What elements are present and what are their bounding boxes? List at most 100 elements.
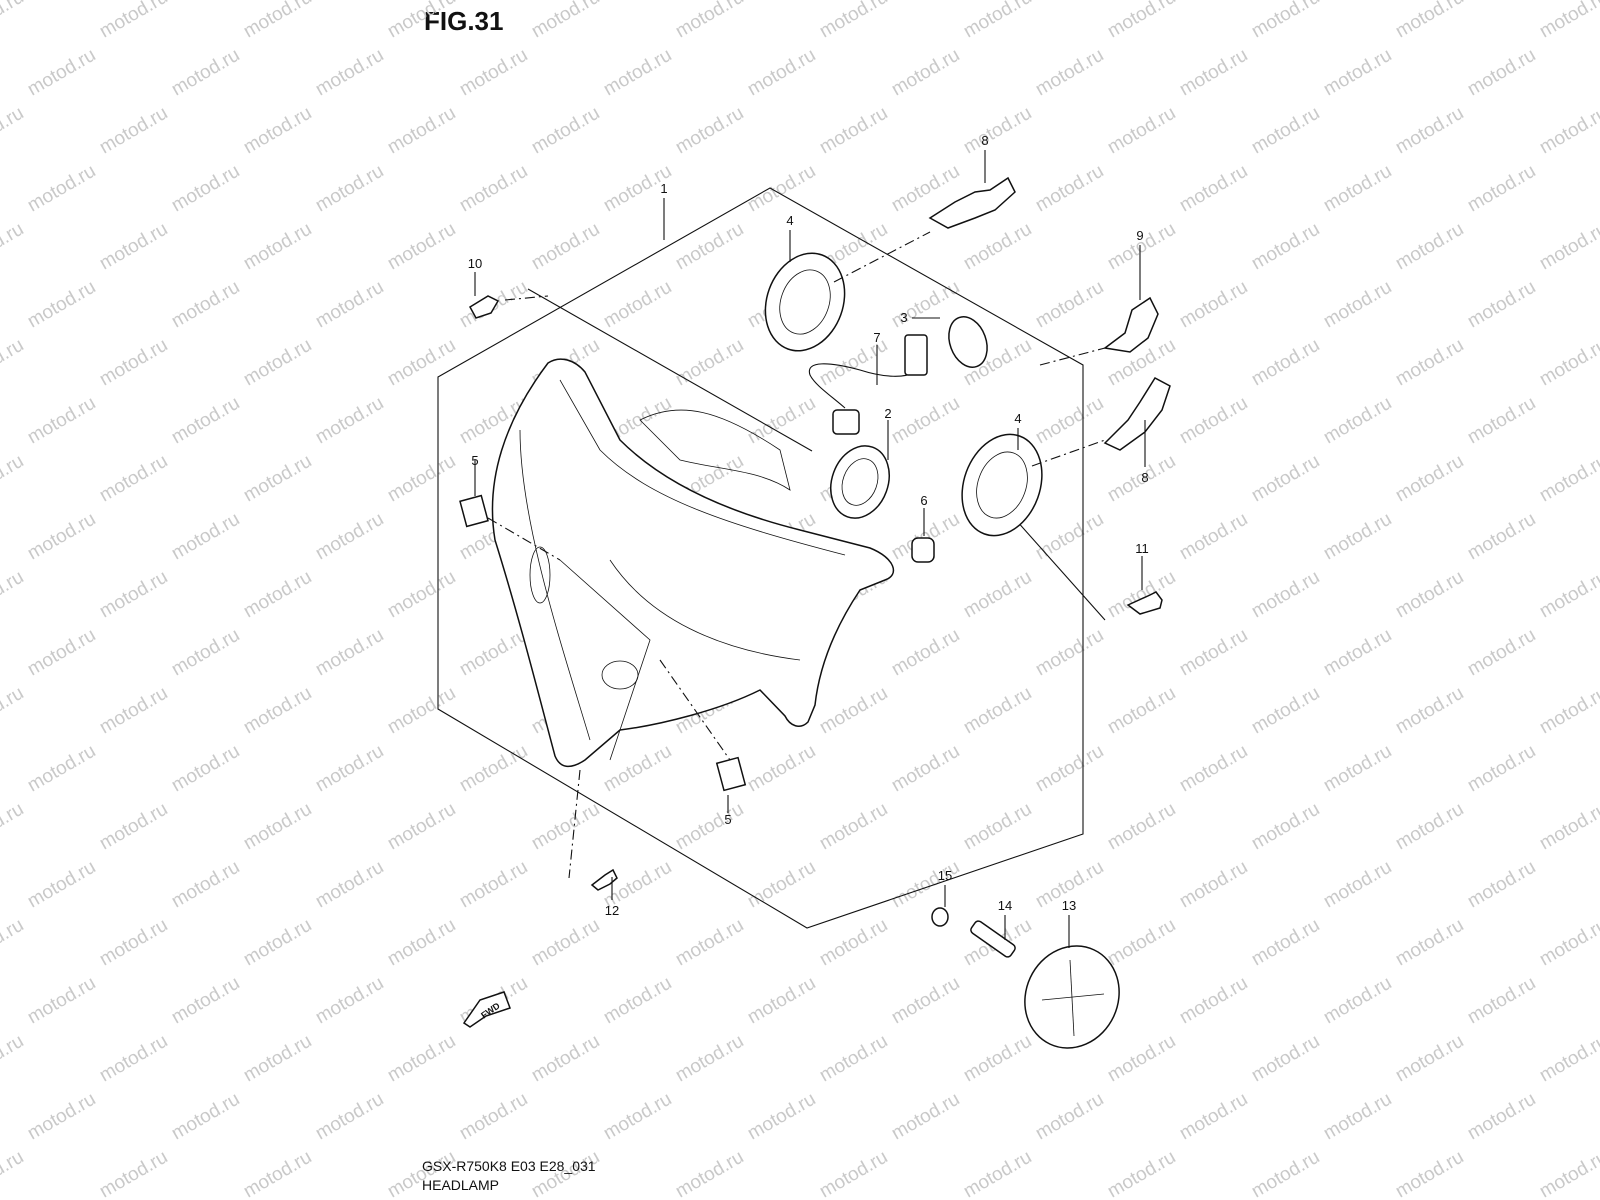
- watermark-text: motod.ru: [1392, 683, 1467, 739]
- watermark-text: motod.ru: [24, 277, 99, 333]
- watermark-text: motod.ru: [456, 857, 531, 913]
- callout-4a: 4: [786, 213, 793, 228]
- watermark-text: motod.ru: [312, 857, 387, 913]
- callout-9: 9: [1136, 228, 1143, 243]
- watermark-text: motod.ru: [240, 567, 315, 623]
- callout-11: 11: [1135, 541, 1149, 556]
- callout-4b: 4: [1014, 411, 1021, 426]
- watermark-text: motod.ru: [1032, 45, 1107, 101]
- callout-13: 13: [1062, 898, 1076, 913]
- watermark-text: motod.ru: [816, 1031, 891, 1087]
- watermark-text: motod.ru: [312, 625, 387, 681]
- watermark-text: motod.ru: [312, 161, 387, 217]
- watermark-text: motod.ru: [0, 0, 27, 42]
- watermark-text: motod.ru: [672, 1031, 747, 1087]
- watermark-text: motod.ru: [888, 857, 963, 913]
- watermark-text: motod.ru: [672, 1147, 747, 1200]
- watermark-text: motod.ru: [1392, 103, 1467, 159]
- watermark-text: motod.ru: [96, 219, 171, 275]
- watermark-text: motod.ru: [1392, 915, 1467, 971]
- watermark-text: motod.ru: [1320, 857, 1395, 913]
- watermark-text: motod.ru: [1176, 625, 1251, 681]
- watermark-text: motod.ru: [600, 741, 675, 797]
- watermark-text: motod.ru: [0, 683, 27, 739]
- watermark-text: motod.ru: [168, 625, 243, 681]
- watermark-text: motod.ru: [1104, 1031, 1179, 1087]
- watermark-text: motod.ru: [96, 915, 171, 971]
- callout-5a: 5: [471, 453, 478, 468]
- watermark-text: motod.ru: [240, 799, 315, 855]
- watermark-text: motod.ru: [672, 799, 747, 855]
- watermark-text: motod.ru: [816, 103, 891, 159]
- watermark-text: motod.ru: [672, 915, 747, 971]
- watermark-text: motod.ru: [1536, 799, 1600, 855]
- watermark-text: motod.ru: [1248, 335, 1323, 391]
- watermark-text: motod.ru: [1104, 799, 1179, 855]
- watermark-text: motod.ru: [1104, 1147, 1179, 1200]
- watermark-text: motod.ru: [168, 741, 243, 797]
- callout-10: 10: [468, 256, 482, 271]
- watermark-text: motod.ru: [312, 393, 387, 449]
- wiring-harness-7: [808, 334, 928, 435]
- watermark-text: motod.ru: [1320, 1089, 1395, 1145]
- watermark-text: motod.ru: [456, 161, 531, 217]
- caption-model-code: GSX-R750K8 E03 E28_031: [422, 1158, 596, 1174]
- watermark-text: motod.ru: [672, 103, 747, 159]
- callout-8a: 8: [981, 133, 988, 148]
- watermark-text: motod.ru: [744, 741, 819, 797]
- watermark-text: motod.ru: [1320, 509, 1395, 565]
- watermark-text: motod.ru: [1536, 567, 1600, 623]
- watermark-text: motod.ru: [0, 915, 27, 971]
- watermark-text: motod.ru: [744, 393, 819, 449]
- watermark-text: motod.ru: [1176, 45, 1251, 101]
- watermark-text: motod.ru: [528, 0, 603, 42]
- callout-12: 12: [605, 903, 619, 918]
- watermark-text: motod.ru: [168, 1089, 243, 1145]
- watermark-text: motod.ru: [312, 45, 387, 101]
- watermark-text: motod.ru: [0, 1031, 27, 1087]
- watermark-text: motod.ru: [1392, 1031, 1467, 1087]
- watermark-text: motod.ru: [240, 1031, 315, 1087]
- watermark-text: motod.ru: [384, 0, 459, 42]
- watermark-text: motod.ru: [1176, 741, 1251, 797]
- watermark-text: motod.ru: [240, 219, 315, 275]
- watermark-text: motod.ru: [888, 625, 963, 681]
- watermark-text: motod.ru: [1320, 393, 1395, 449]
- watermark-text: motod.ru: [1248, 0, 1323, 42]
- watermark-text: motod.ru: [96, 567, 171, 623]
- watermark-text: motod.ru: [168, 393, 243, 449]
- headlamp-housing-1: [491, 358, 895, 768]
- watermark-text: motod.ru: [1248, 683, 1323, 739]
- watermark-text: motod.ru: [960, 799, 1035, 855]
- watermark-text: motod.ru: [1536, 1147, 1600, 1200]
- watermark-text: motod.ru: [960, 1031, 1035, 1087]
- watermark-text: motod.ru: [384, 103, 459, 159]
- watermark-text: motod.ru: [1320, 161, 1395, 217]
- watermark-text: motod.ru: [1392, 567, 1467, 623]
- watermark-text: motod.ru: [1248, 915, 1323, 971]
- watermark-text: motod.ru: [0, 567, 27, 623]
- callout-15: 15: [938, 868, 952, 883]
- watermark-text: motod.ru: [24, 45, 99, 101]
- watermark-text: motod.ru: [96, 103, 171, 159]
- watermark-text: motod.ru: [1248, 451, 1323, 507]
- watermark-text: motod.ru: [168, 973, 243, 1029]
- watermark-text: motod.ru: [456, 1089, 531, 1145]
- watermark-text: motod.ru: [312, 509, 387, 565]
- watermark-text: motod.ru: [384, 683, 459, 739]
- diagram-caption: GSX-R750K8 E03 E28_031 HEADLAMP: [422, 1157, 596, 1195]
- watermark-text: motod.ru: [1248, 799, 1323, 855]
- watermark-text: motod.ru: [1392, 0, 1467, 42]
- watermark-text: motod.ru: [1104, 0, 1179, 42]
- watermark-text: motod.ru: [960, 103, 1035, 159]
- watermark-text: motod.ru: [1320, 973, 1395, 1029]
- watermark-text: motod.ru: [1464, 741, 1539, 797]
- watermark-text: motod.ru: [312, 973, 387, 1029]
- watermark-text: motod.ru: [600, 973, 675, 1029]
- watermark-text: motod.ru: [1176, 973, 1251, 1029]
- watermark-text: motod.ru: [600, 1089, 675, 1145]
- watermark-text: motod.ru: [24, 1089, 99, 1145]
- watermark-text: motod.ru: [240, 335, 315, 391]
- watermark-text: motod.ru: [528, 219, 603, 275]
- watermark-text: motod.ru: [456, 741, 531, 797]
